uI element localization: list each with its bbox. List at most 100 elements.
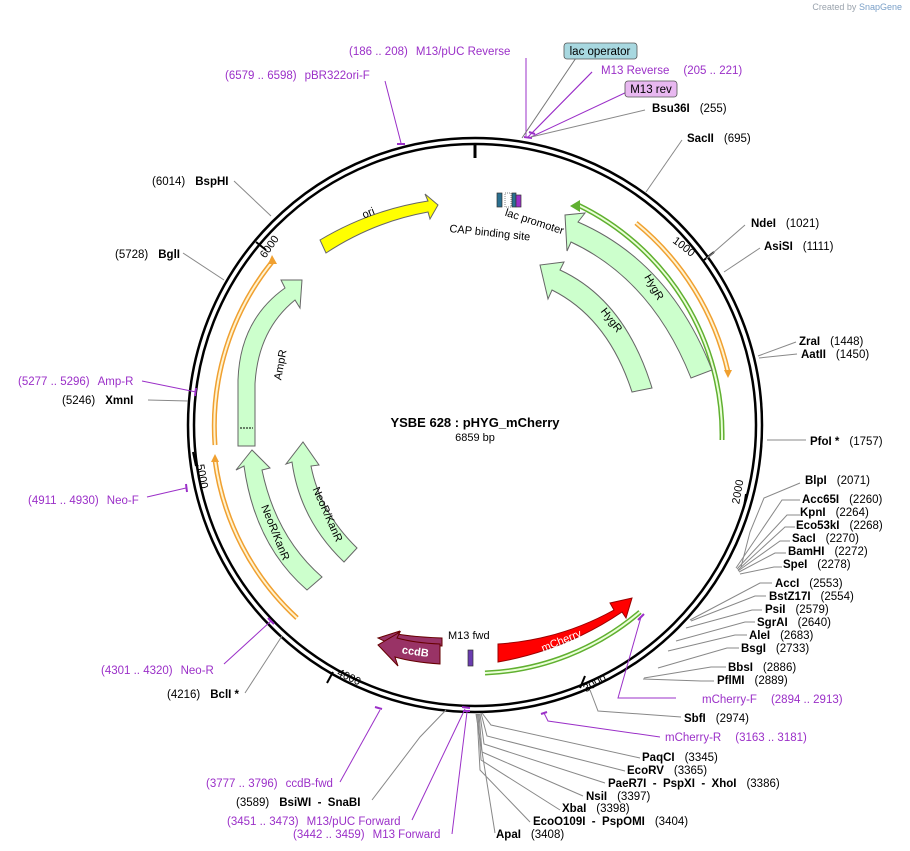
leader-asisi xyxy=(723,247,761,273)
site-sbfi: SbfI(2974) xyxy=(684,713,749,725)
orf-bar-neor-core xyxy=(214,459,298,619)
tick-label-6000: 6000 xyxy=(258,234,282,261)
tick-label-2000: 2000 xyxy=(730,479,746,505)
leader-bsu36i xyxy=(530,109,646,138)
hygr-outer-feature xyxy=(564,212,713,379)
tick-2000 xyxy=(743,493,747,508)
orf-bar-green-hygr-core xyxy=(577,204,724,441)
leader-paer7i xyxy=(479,713,606,784)
orf-bar-green-mcherry-core xyxy=(484,611,641,674)
snapgene-logo: SnapGene xyxy=(858,2,902,12)
leader-pbr322 xyxy=(384,80,402,144)
m13-rev-label: M13 rev xyxy=(630,84,672,96)
site-spei: SpeI(2278) xyxy=(783,559,851,571)
m13-fwd-marker xyxy=(467,649,474,667)
leader-psii xyxy=(685,609,762,629)
primer-mcherry-r: mCherry-R(3163 .. 3181) xyxy=(665,732,807,744)
ampr-feature xyxy=(237,279,303,447)
ori-label: ori xyxy=(360,205,376,221)
site-zrai: ZraI(1448) xyxy=(799,336,864,348)
leader-sacii xyxy=(645,139,683,193)
tick-3000 xyxy=(579,675,586,689)
site-bgli: (5728)BglI xyxy=(115,249,180,261)
site-bsphi: (6014)BspHI xyxy=(152,176,228,188)
leader-neor xyxy=(223,620,272,665)
site-kpni: KpnI(2264) xyxy=(800,507,869,519)
tick-5000 xyxy=(192,451,197,467)
lac-operator-marker xyxy=(511,192,517,208)
site-apai: ApaI(3408) xyxy=(496,829,564,841)
hygr-inner-feature xyxy=(539,261,653,393)
orf-bar-ampr-core xyxy=(213,261,273,446)
primer-leaders xyxy=(141,58,676,835)
primer-amp-r: (5277 .. 5296)Amp-R xyxy=(18,376,133,388)
tick-6000 xyxy=(255,241,267,251)
ori-feature xyxy=(319,193,439,254)
leader-m13puc-fwd xyxy=(411,708,466,821)
leader-acci xyxy=(689,582,772,621)
leader-ndei xyxy=(705,224,746,260)
mcherry-feature xyxy=(497,597,633,663)
primer-neo-f: (4911 .. 4930)Neo-F xyxy=(28,495,139,507)
leader-pflmi xyxy=(642,678,714,682)
orf-bar-hygr-arrow xyxy=(724,370,732,378)
site-xbai: XbaI(3398) xyxy=(562,803,630,815)
site-bamhi: BamHI(2272) xyxy=(788,546,868,558)
leader-bbsi xyxy=(643,666,726,679)
leader-bamhi xyxy=(738,552,786,573)
leader-zrai xyxy=(757,341,797,357)
m13-rev-box xyxy=(624,80,678,98)
leader-paqci xyxy=(481,712,641,759)
leader-mcherryr xyxy=(543,712,661,738)
leader-saci xyxy=(737,540,790,572)
site-bsu36i: Bsu36I(255) xyxy=(652,103,727,115)
primer-mcherry-f: mCherry-F(2894 .. 2913) xyxy=(702,694,843,706)
site-asisi: AsiSI(1111) xyxy=(764,241,834,253)
leader-bsgi xyxy=(657,647,739,669)
leader-xbai xyxy=(477,713,561,811)
site-paqci: PaqCI(3345) xyxy=(642,752,718,764)
site-bsgi: BsgI(2733) xyxy=(741,643,809,655)
leader-aatii xyxy=(758,353,798,359)
cap-site-label: CAP binding site xyxy=(449,223,531,243)
map-size: 6859 bp xyxy=(455,432,495,444)
lac-operator-box xyxy=(563,42,638,60)
lac-promoter-marker xyxy=(504,192,512,208)
lac-operator-label: lac operator xyxy=(570,46,631,58)
leader-bsphi xyxy=(233,180,272,217)
leader-acc65i xyxy=(735,499,800,569)
leader-blpi xyxy=(740,482,801,568)
ampr-label: AmpR xyxy=(272,349,289,381)
site-psii: PsiI(2579) xyxy=(765,604,829,616)
leader-neof xyxy=(146,487,187,498)
leader-alei xyxy=(667,634,747,652)
site-bsiwi-snabi: (3589)BsiWI - SnaBI xyxy=(236,797,360,809)
primer-mark-m13puc-rev xyxy=(523,136,533,139)
leader-m13-fwd xyxy=(451,711,468,835)
site-bstz17i: BstZ17I(2554) xyxy=(769,591,854,603)
leader-eco53ki xyxy=(737,526,795,571)
site-pflmi: PflMI(2889) xyxy=(717,675,788,687)
site-alei: AleI(2683) xyxy=(749,630,814,642)
leader-ecorv xyxy=(480,712,626,772)
site-ecoo109i-pspomi: EcoO109I - PspOMI(3404) xyxy=(533,816,688,828)
site-sgrai: SgrAI(2640) xyxy=(757,617,831,629)
tick-label-4000: 4000 xyxy=(335,667,362,688)
primer-m13-reverse: M13 Reverse(205 .. 221) xyxy=(601,65,742,77)
leader-bcli xyxy=(244,635,283,694)
tick-label-3000: 3000 xyxy=(581,672,608,695)
orf-bar-neor-arrow xyxy=(211,454,219,462)
leader-m13rev-box xyxy=(527,71,593,138)
site-sacii: SacII(695) xyxy=(687,133,751,145)
leader-ccdb xyxy=(339,709,381,783)
primer-mark-neof xyxy=(185,483,188,493)
backbone-outer xyxy=(186,136,764,714)
credit-prefix: Created by xyxy=(812,2,857,12)
site-paer7i-pspxi-xhoi: PaeR7I - PspXI - XhoI(3386) xyxy=(608,778,780,790)
site-xmni: (5246)XmnI xyxy=(62,395,133,407)
primer-m13-forward: (3442 .. 3459)M13 Forward xyxy=(293,829,440,841)
leader-ampr xyxy=(141,380,197,393)
site-saci: SacI(2270) xyxy=(792,533,859,545)
site-acci: AccI(2553) xyxy=(775,578,843,590)
ccdb-body xyxy=(377,630,441,667)
